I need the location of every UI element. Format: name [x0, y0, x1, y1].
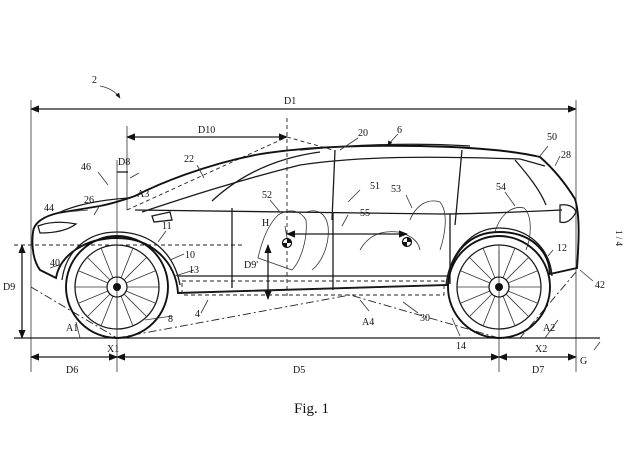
label-26: 26 [84, 195, 94, 206]
label-10: 10 [185, 250, 195, 261]
label-54: 54 [496, 182, 506, 193]
seats [257, 200, 531, 271]
label-4: 4 [195, 309, 200, 320]
label-52: 52 [262, 190, 272, 201]
label-44: 44 [44, 203, 54, 214]
leader-lines [49, 85, 601, 351]
reference-labels: 2 D1 D10 D8 A3 D9 D9' D6 D5 D7 G A1 A2 A… [3, 75, 605, 376]
label-d7: D7 [532, 365, 544, 376]
label-8: 8 [168, 314, 173, 325]
label-30: 30 [420, 313, 430, 324]
label-x1: X1 [107, 344, 119, 355]
label-fig-ref: 2 [92, 75, 97, 86]
label-a1: A1 [66, 323, 78, 334]
h-points [281, 230, 413, 249]
label-51: 51 [370, 181, 380, 192]
label-d9: D9 [3, 282, 15, 293]
label-d1: D1 [284, 96, 296, 107]
label-14: 14 [456, 341, 466, 352]
dimension-lines [14, 100, 600, 372]
label-20: 20 [358, 128, 368, 139]
label-d8: D8 [118, 157, 130, 168]
label-d10: D10 [198, 125, 215, 136]
label-h: H [262, 218, 269, 229]
label-11: 11 [162, 221, 172, 232]
figure-caption: Fig. 1 [294, 401, 329, 417]
label-40: 40 [50, 258, 60, 269]
label-42: 42 [595, 280, 605, 291]
label-6: 6 [397, 125, 402, 136]
label-a3: A3 [137, 189, 149, 200]
label-a4: A4 [362, 317, 374, 328]
label-53: 53 [391, 184, 401, 195]
label-g: G [580, 356, 587, 367]
label-a2: A2 [543, 323, 555, 334]
label-50: 50 [547, 132, 557, 143]
label-28: 28 [561, 150, 571, 161]
page-number: 1 / 4 [614, 230, 624, 247]
label-d5: D5 [293, 365, 305, 376]
rear-wheel [447, 235, 551, 339]
label-d6: D6 [66, 365, 78, 376]
label-d9prime: D9' [244, 260, 258, 271]
label-55: 55 [360, 208, 370, 219]
label-13: 13 [189, 265, 199, 276]
label-x2: X2 [535, 344, 547, 355]
label-46: 46 [81, 162, 91, 173]
label-22: 22 [184, 154, 194, 165]
front-wheel [65, 235, 169, 339]
label-12: 12 [557, 243, 567, 254]
